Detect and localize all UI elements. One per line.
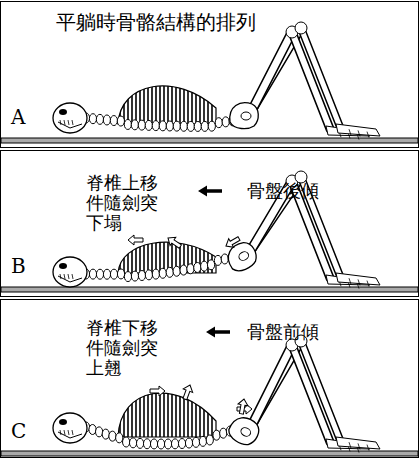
shift-arrow [180,383,195,401]
figure-panel: 平躺時骨骼結構的排列 A [0,1,419,148]
rib-cage [118,361,216,451]
pelvis [226,413,263,449]
skeleton [1,171,418,292]
shift-arrow [224,234,242,250]
panel-letter: B [11,255,26,277]
panel-letter: C [11,420,26,442]
annotation-text: 骨盤後傾 [247,181,319,201]
rib-cage [118,48,216,138]
spine [82,113,236,131]
shift-arrow [128,235,143,245]
annotation-text: 脊椎上移 件隨劍突 下塌 [86,173,163,232]
annotation-text: 脊椎下移 件隨劍突 上翹 [86,318,163,377]
figure-panel: 脊椎下移 件隨劍突 上翹 骨盤前傾 C [0,299,419,458]
figure-title: 平躺時骨骼結構的排列 [56,11,256,33]
floor [1,451,418,456]
spine [82,422,233,449]
pointer-arrow [206,327,230,338]
figure-panel: 脊椎上移 件隨劍突 下塌 骨盤後傾 B [0,150,419,297]
leg-bones [248,171,380,289]
skeleton [1,22,418,143]
spine [82,253,235,282]
annotation-text: 骨盤前傾 [247,322,319,342]
skull [53,257,87,287]
shift-arrow [150,386,165,396]
pelvis [230,103,258,129]
floor [1,138,418,143]
panel-letter: A [11,106,25,128]
skull [53,103,87,133]
shift-arrow [165,234,183,251]
shift-arrow [236,398,248,415]
leg-bones [250,335,380,453]
leg-bones [250,22,380,140]
floor [1,287,418,292]
skeleton [1,335,418,456]
skull [53,413,87,443]
pointer-arrow [198,186,222,197]
